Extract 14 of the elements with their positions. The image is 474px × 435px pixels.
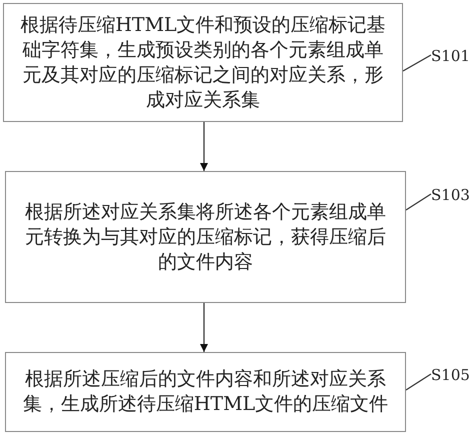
step-text: 根据所述对应关系集将所述各个元素组成单元转换为与其对应的压缩标记，获得压缩后的文件内容 (24, 200, 387, 274)
process-box (5, 352, 406, 432)
step-text: 根据所述压缩后的文件内容和所述对应关系集，生成所述待压缩HTML文件的压缩文件 (22, 367, 390, 417)
process-box (3, 3, 403, 122)
arrow (200, 303, 208, 352)
leader-line (406, 194, 432, 210)
step-label: S101 (431, 47, 470, 65)
step-label: S103 (431, 186, 470, 204)
step-text: 根据待压缩HTML文件和预设的压缩标记基础字符集，生成预设类别的各个元素组成单元及其对应的压缩标记之间的对应关系，形成对应关系集 (19, 12, 387, 112)
leader-line (406, 374, 432, 390)
leader-line (402, 54, 432, 72)
process-box (5, 171, 406, 303)
arrow (200, 122, 208, 171)
step-label: S105 (431, 366, 470, 384)
